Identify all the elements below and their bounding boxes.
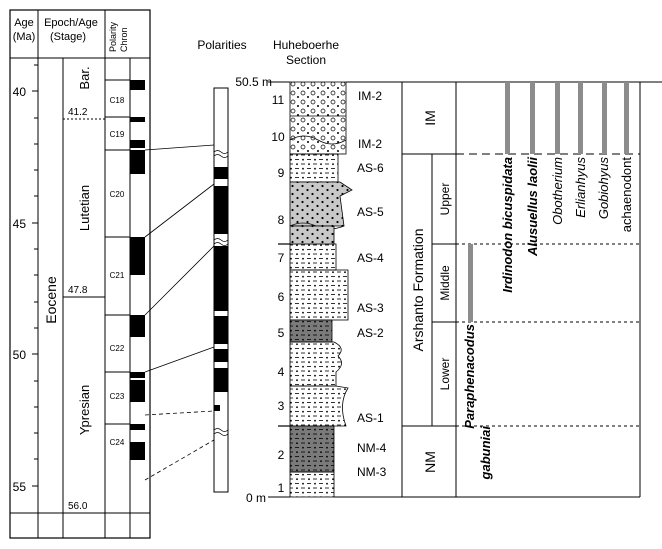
chron-label: C19 xyxy=(110,130,125,139)
epoch-age-header: Epoch/Age xyxy=(44,17,98,29)
unit-label: AS-6 xyxy=(357,161,384,175)
age-tick-label: 40 xyxy=(13,85,27,99)
age-tick-label: 45 xyxy=(13,217,27,231)
taxon-label: Irdinodon bicuspidata xyxy=(500,157,515,293)
age-header: Age xyxy=(14,17,34,29)
bed-number: 9 xyxy=(278,166,285,180)
chron-dividers xyxy=(105,79,130,425)
unit-label: AS-3 xyxy=(357,301,384,315)
taxon-label: Paraphenacodus xyxy=(462,324,477,429)
unit-label: NM-4 xyxy=(357,441,387,455)
section-header: Huheboerhe xyxy=(273,38,339,52)
chron-label: C22 xyxy=(110,344,125,353)
unit-label: IM-2 xyxy=(358,89,382,103)
chron-label: C20 xyxy=(110,190,125,199)
bed-number: 7 xyxy=(278,251,285,265)
taxon-label: Obotherium xyxy=(550,157,565,225)
unit-label: AS-5 xyxy=(357,205,384,219)
chron-label: C21 xyxy=(110,271,125,280)
taxon-label: Alusuellus laolii xyxy=(525,157,540,257)
section-bottom-label: 0 m xyxy=(246,491,266,505)
stage-label-lutetian: Lutetian xyxy=(77,185,92,231)
gpts-polarity-column xyxy=(130,80,145,460)
unit-label: AS-4 xyxy=(357,251,384,265)
bed-number: 5 xyxy=(278,326,285,340)
chron-label: C23 xyxy=(110,392,125,401)
bed-number: 3 xyxy=(278,399,285,413)
nm-formation-label: NM xyxy=(422,451,438,473)
stage-label-ypresian: Ypresian xyxy=(77,385,92,435)
member-middle: Middle xyxy=(438,265,452,301)
im-formation-label: IM xyxy=(422,110,438,126)
member-lower: Lower xyxy=(438,358,452,391)
unit-label: AS-1 xyxy=(357,411,384,425)
chron-label: C18 xyxy=(110,96,125,105)
chron-header: Chron xyxy=(119,27,129,52)
bed-number: 2 xyxy=(278,448,285,462)
unit-label: AS-2 xyxy=(357,326,384,340)
age-tick-label: 50 xyxy=(13,348,27,362)
lithology-column xyxy=(278,81,353,498)
taxon-label: gabuniai xyxy=(478,426,493,481)
chron-label: C24 xyxy=(110,438,125,447)
arshanto-formation-label: Arshanto Formation xyxy=(410,229,426,352)
polarities-header: Polarities xyxy=(197,38,246,52)
stage-label-bartonian: Bar. xyxy=(77,66,92,89)
unit-label: IM-2 xyxy=(358,137,382,151)
section-top-label: 50.5 m xyxy=(235,75,272,89)
member-upper: Upper xyxy=(438,183,452,216)
bed-number: 8 xyxy=(278,213,285,227)
age-axis xyxy=(32,64,38,487)
taxon-range-bars xyxy=(468,82,629,322)
section-header: Section xyxy=(286,53,326,67)
boundary-age: 56.0 xyxy=(68,501,88,512)
taxon-label: achaenodont xyxy=(619,157,634,233)
unit-label: NM-3 xyxy=(357,465,387,479)
bed-number: 4 xyxy=(278,365,285,379)
polarity-header: Polarity xyxy=(108,21,118,52)
bed-number: 11 xyxy=(272,93,285,107)
epoch-label: Eocene xyxy=(43,276,59,324)
taxon-label: Erlianhyus xyxy=(573,157,588,218)
taxon-label: Gobiohyus xyxy=(596,157,611,220)
boundary-dashes xyxy=(456,153,640,427)
age-tick-label: 55 xyxy=(13,480,27,494)
boundary-age: 41.2 xyxy=(68,107,88,118)
boundary-age: 47.8 xyxy=(68,285,88,296)
stage-header: (Stage) xyxy=(50,31,86,43)
formation-table xyxy=(334,81,662,498)
correlation-lines xyxy=(144,144,215,481)
section-polarity-column xyxy=(213,87,229,493)
ma-header: (Ma) xyxy=(13,31,36,43)
bed-number: 1 xyxy=(278,481,285,495)
bed-number: 10 xyxy=(271,130,285,144)
bed-number: 6 xyxy=(278,290,285,304)
